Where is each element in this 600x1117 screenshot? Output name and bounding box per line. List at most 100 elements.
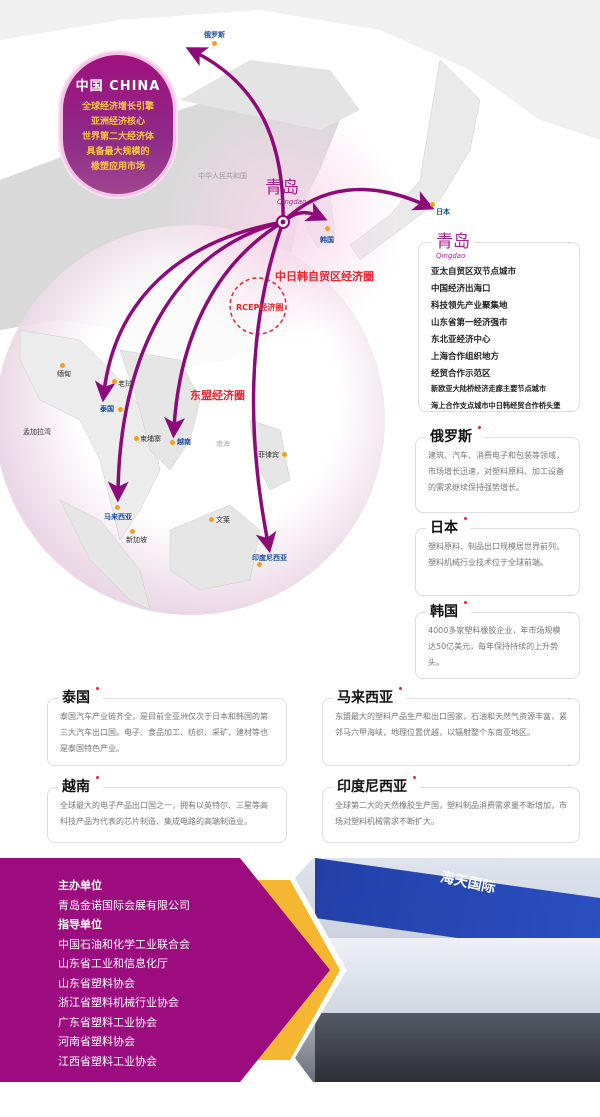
guide-org: 山东省塑料协会 (58, 976, 135, 990)
china-line: 亚洲经济核心 (90, 117, 145, 127)
place-dot (112, 379, 117, 384)
card-text: 东盟最大的塑料产品生产和出口国家，石油和天然气资源丰富，紧邻马六甲海峡，地理位置… (335, 712, 567, 737)
card-text: 全球第二大的天然橡胶生产国，塑料制品消费需求量不断增加，市场对塑料机械需求不断扩… (335, 801, 567, 826)
qingdao-feature: 亚太自贸区双节点城市 (431, 267, 517, 277)
arrow-vietnam (164, 220, 284, 439)
label-laos: 老挝 (118, 380, 132, 388)
guide-org: 江西省塑料工业协会 (58, 1054, 157, 1068)
label-korea: 韩国 (320, 236, 334, 244)
card-title: 日本 (426, 517, 471, 537)
card-korea: 韩国 4000多家塑料橡胶企业，年市场规模达50亿美元，每年保持持续的上升势头。 (415, 601, 580, 679)
place-dot (209, 517, 214, 522)
zone-asean: 东盟经济圈 (190, 389, 245, 402)
exhibition-photo: 海天国际 (295, 858, 600, 1082)
place-dot (430, 202, 435, 207)
label-indonesia: 印度尼西亚 (252, 554, 287, 562)
card-title: 俄罗斯 (426, 426, 485, 446)
qingdao-cn: 青岛 (265, 178, 299, 198)
label-vietnam: 越南 (177, 438, 191, 446)
host-name: 青岛金诺国际会展有限公司 (58, 898, 190, 912)
place-dot (130, 529, 135, 534)
qingdao-py: Qingdao (277, 198, 307, 206)
guide-org: 中国石油和化学工业联合会 (58, 937, 190, 951)
label-thailand: 泰国 (100, 405, 114, 413)
logo-py: Qingdao (436, 252, 466, 260)
qingdao-feature: 科技领先产业聚集地 (431, 301, 508, 311)
guide-org: 河南省塑料协会 (58, 1035, 135, 1048)
qingdao-info-box: 亚太自贸区双节点城市 中国经济出海口 科技领先产业聚集地 山东省第一经济强市 东… (418, 242, 580, 412)
card-text: 全球最大的电子产品出口国之一，拥有以英特尔、三星等高科技产品为代表的芯片制造、集… (60, 801, 268, 826)
qingdao-map-label: 青岛 Qingdao (265, 178, 306, 207)
country-label: 中华人民共和国 (198, 172, 247, 180)
card-text: 建筑、汽车、消费电子和包装等领域，市场增长迅速，对塑料原料、加工设备的需求继续保… (428, 451, 564, 492)
card-russia: 俄罗斯 建筑、汽车、消费电子和包装等领域，市场增长迅速，对塑料原料、加工设备的需… (415, 426, 580, 513)
arrow-japan (281, 187, 435, 224)
qingdao-logo: 青岛 Qingdao (432, 232, 474, 261)
card-indonesia: 印度尼西亚 全球第二大的天然橡胶生产国，塑料制品消费需求量不断增加，市场对塑料机… (322, 776, 580, 843)
organizers-list: 主办单位 青岛金诺国际会展有限公司 指导单位 中国石油和化学工业联合会 山东省工… (58, 876, 190, 1071)
place-dot (282, 452, 287, 457)
place-dot (134, 436, 139, 441)
china-title: 中国 CHINA (75, 79, 161, 94)
label-brunei: 文莱 (216, 516, 230, 524)
qingdao-feature: 新欧亚大陆桥经济走廊主要节点城市 (431, 384, 547, 393)
card-malaysia: 马来西亚 东盟最大的塑料产品生产和出口国家，石油和天然气资源丰富，紧邻马六甲海峡… (322, 687, 580, 766)
label-cambodia: 柬埔寨 (140, 435, 161, 443)
qingdao-feature: 海上合作支点城市中日韩经贸合作桥头堡 (431, 401, 561, 410)
label-bay: 孟加拉湾 (23, 428, 51, 436)
label-sea: 南海 (216, 440, 230, 448)
place-dot (325, 226, 330, 231)
card-thailand: 泰国 泰国汽车产业链齐全，是目前全亚洲仅次于日本和韩国的第三大汽车出口国。电子、… (47, 687, 287, 766)
qingdao-feature: 经贸合作示范区 (431, 369, 491, 379)
zone-cjk: 中日韩自贸区经济圈 (275, 270, 374, 283)
label-japan: 日本 (436, 208, 450, 216)
china-line: 具备最大规模的 (86, 147, 150, 157)
place-dot (115, 505, 120, 510)
place-dot (118, 407, 123, 412)
arrow-malaysia (107, 220, 284, 503)
qingdao-feature: 山东省第一经济强市 (431, 318, 508, 328)
label-myanmar: 缅甸 (57, 370, 71, 378)
arrow-thailand (94, 220, 284, 403)
qingdao-feature: 上海合作组织地方 (431, 352, 500, 362)
arrow-russia (185, 47, 285, 223)
land-sumatra (59, 499, 151, 611)
place-dot (257, 562, 262, 567)
zone-rcep: RCEP经济圈 (236, 303, 284, 312)
card-vietnam: 越南 全球最大的电子产品出口国之一，拥有以英特尔、三星等高科技产品为代表的芯片制… (47, 776, 287, 843)
guide-label: 指导单位 (58, 918, 102, 931)
place-dot (212, 41, 217, 46)
place-dot (170, 440, 175, 445)
label-malaysia: 马来西亚 (104, 513, 132, 521)
host-label: 主办单位 (58, 879, 102, 892)
card-text: 4000多家塑料橡胶企业，年市场规模达50亿美元，每年保持持续的上升势头。 (428, 626, 561, 667)
card-japan: 日本 塑料原料、制品出口规模居世界前列，塑料机械行业技术位于全球前端。 (415, 517, 580, 596)
organizers-section: 海天国际 主办单位 青岛金诺国际会展有限公司 指导单位 中国石油和化学工业联合会… (0, 858, 600, 1082)
arrow-indonesia (251, 221, 285, 554)
card-title: 越南 (58, 776, 103, 796)
qingdao-feature: 中国经济出海口 (431, 284, 491, 294)
guide-org: 广东省塑料工业协会 (58, 1015, 157, 1029)
card-title: 马来西亚 (333, 687, 406, 707)
land-borneo (169, 504, 261, 591)
qingdao-feature: 东北亚经济中心 (431, 335, 491, 345)
china-line: 全球经济增长引擎 (81, 102, 154, 112)
place-dot (60, 363, 65, 368)
trade-arrows (94, 47, 435, 554)
label-russia: 俄罗斯 (204, 31, 225, 39)
label-philippines: 菲律宾 (258, 451, 279, 459)
logo-cn: 青岛 (436, 232, 470, 252)
card-text: 塑料原料、制品出口规模居世界前列，塑料机械行业技术位于全球前端。 (428, 542, 564, 567)
card-text: 泰国汽车产业链齐全，是目前全亚洲仅次于日本和韩国的第三大汽车出口国。电子、食品加… (60, 712, 268, 753)
china-line: 橡塑应用市场 (90, 162, 145, 172)
china-line: 世界第二大经济体 (81, 132, 154, 142)
land-north (0, 0, 600, 140)
map (0, 0, 600, 615)
guide-org: 山东省工业和信息化厅 (58, 957, 168, 970)
card-title: 韩国 (426, 601, 471, 621)
label-singapore: 新加坡 (126, 536, 147, 544)
card-title: 泰国 (58, 687, 103, 707)
guide-org: 浙江省塑料机械行业协会 (58, 996, 179, 1009)
china-badge: 中国 CHINA 全球经济增长引擎 亚洲经济核心 世界第二大经济体 具备最大规模… (60, 52, 176, 197)
card-title: 印度尼西亚 (333, 776, 420, 796)
